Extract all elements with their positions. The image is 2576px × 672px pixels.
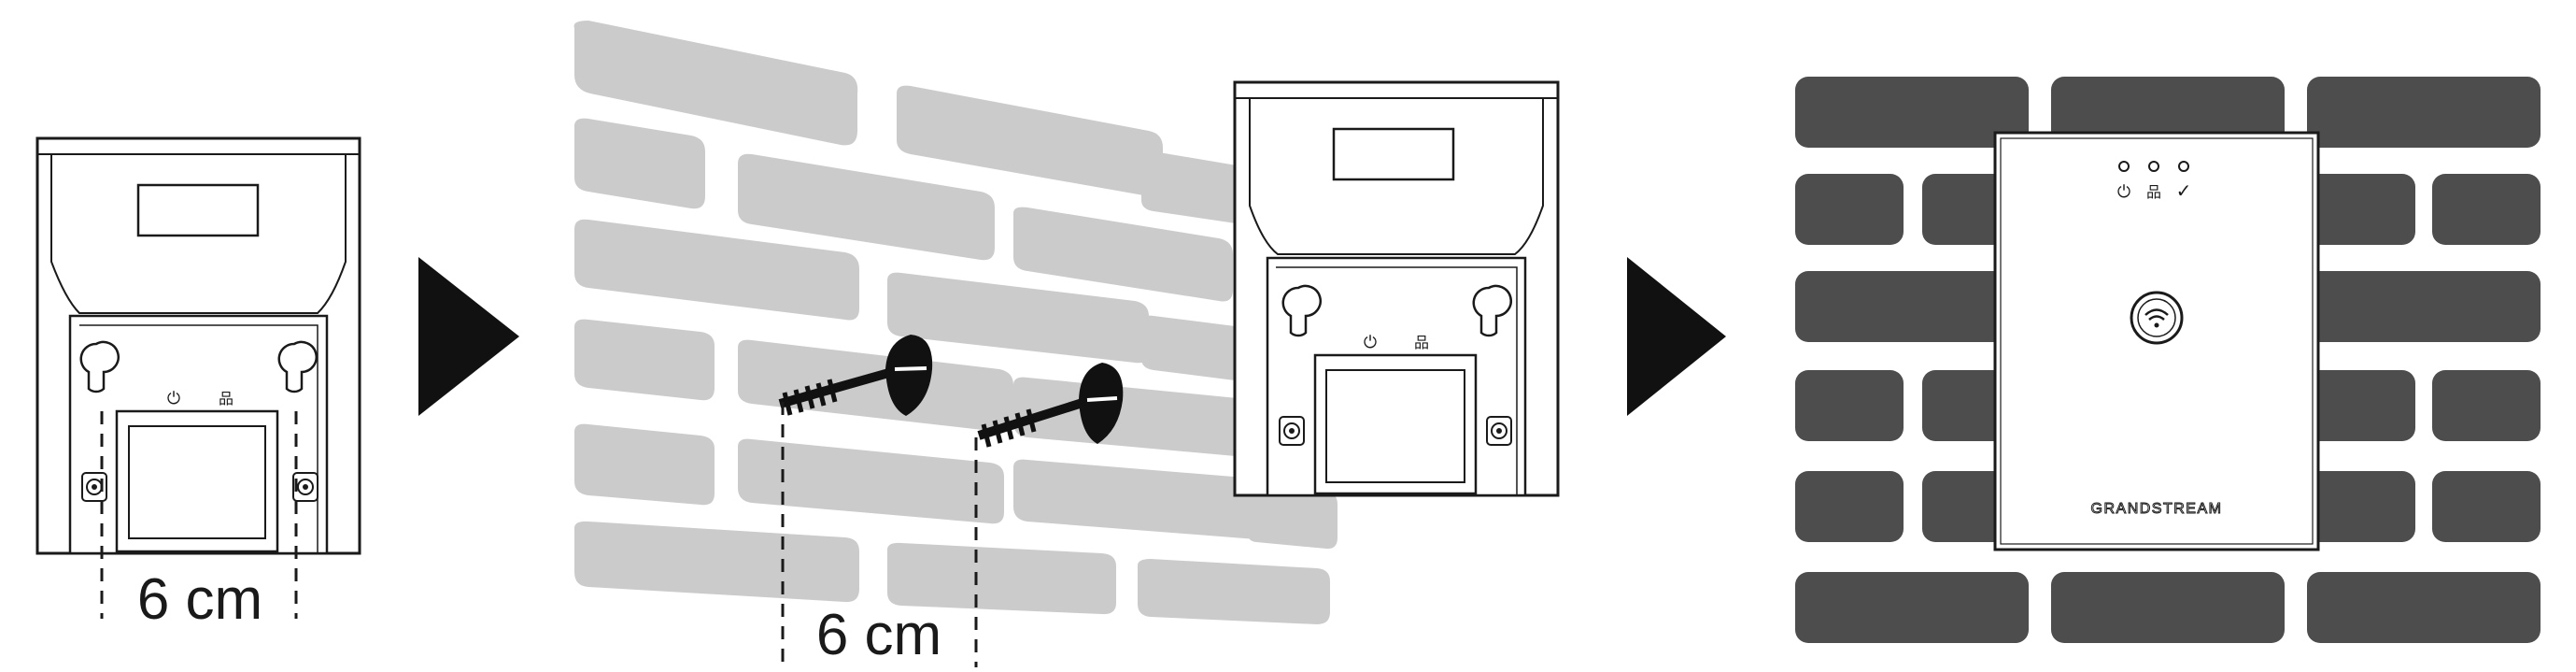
wall-screw-right-icon	[977, 363, 1124, 448]
label-recess	[1332, 127, 1455, 181]
brand-logo: GRANDSTREAM	[2091, 501, 2223, 517]
network-icon: 品	[2146, 185, 2161, 201]
step3-wall-dark	[1795, 77, 2541, 643]
keyhole-right-icon	[277, 340, 318, 393]
step1-measurement: 6 cm	[137, 567, 262, 632]
power-icon: ⏻	[2117, 182, 2130, 201]
keyhole-left-icon	[79, 340, 120, 393]
step1-device-back: ⏻ 品 6 cm	[35, 136, 361, 632]
screw-left-icon	[1279, 416, 1305, 446]
wall-screw-left-icon	[778, 335, 933, 416]
step2-wall-light	[573, 21, 1338, 624]
label-recess	[136, 183, 260, 237]
screw-right-icon	[292, 472, 318, 502]
power-icon: ⏻	[1364, 333, 1377, 351]
check-icon: ✓	[2176, 181, 2192, 202]
wifi-icon	[2130, 291, 2184, 345]
screw-right-icon	[1486, 416, 1512, 446]
keyhole-right-icon	[1472, 284, 1512, 337]
power-icon: ⏻	[167, 389, 180, 407]
arrow-right-icon	[1627, 257, 1726, 416]
arrow-right-icon	[418, 257, 519, 416]
step3-device-front: ⏻ 品 ✓ GRANDSTREAM	[1993, 131, 2320, 551]
step2-measurement: 6 cm	[816, 603, 941, 667]
step2-device-back: ⏻ 品	[1233, 80, 1560, 497]
keyhole-left-icon	[1281, 284, 1322, 337]
network-icon: 品	[219, 392, 234, 407]
network-icon: 品	[1414, 336, 1429, 351]
